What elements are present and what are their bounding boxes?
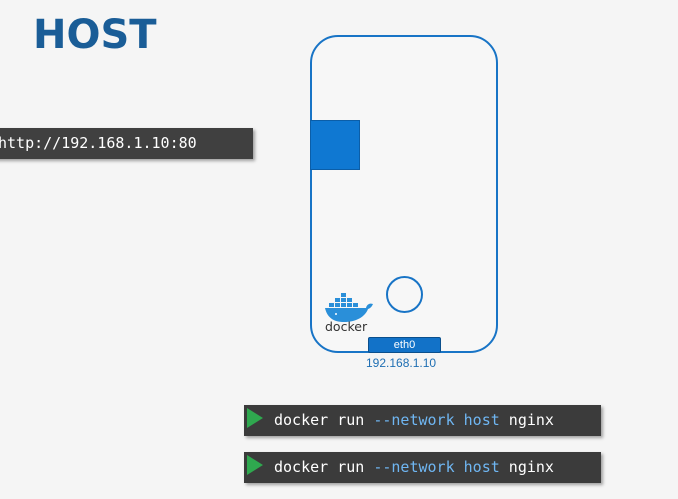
- host-ip: 192.168.1.10: [366, 356, 437, 370]
- command-box-1: docker run --network host nginx: [244, 405, 601, 436]
- command-box-2: docker run --network host nginx: [244, 452, 601, 483]
- command-text: docker run --network host nginx: [274, 452, 554, 483]
- command-image: nginx: [499, 458, 554, 476]
- play-icon: [247, 408, 263, 428]
- command-network-value: host: [463, 458, 500, 476]
- command-network-value: host: [463, 411, 500, 429]
- command-image: nginx: [499, 411, 554, 429]
- command-space: [455, 458, 464, 476]
- docker-logo-text: docker: [325, 319, 368, 334]
- command-text: docker run --network host nginx: [274, 405, 554, 436]
- command-flag: --network: [373, 411, 455, 429]
- container-box: [310, 120, 360, 170]
- url-box: http://192.168.1.10:80: [0, 128, 253, 159]
- command-part: docker run: [274, 458, 374, 476]
- command-flag: --network: [373, 458, 455, 476]
- page-title: HOST: [33, 12, 157, 58]
- eth0-interface: eth0: [368, 337, 441, 353]
- play-icon: [247, 455, 263, 475]
- docker-whale-icon: [325, 293, 373, 322]
- network-namespace-circle: [386, 276, 423, 313]
- command-space: [455, 411, 464, 429]
- command-part: docker run: [274, 411, 374, 429]
